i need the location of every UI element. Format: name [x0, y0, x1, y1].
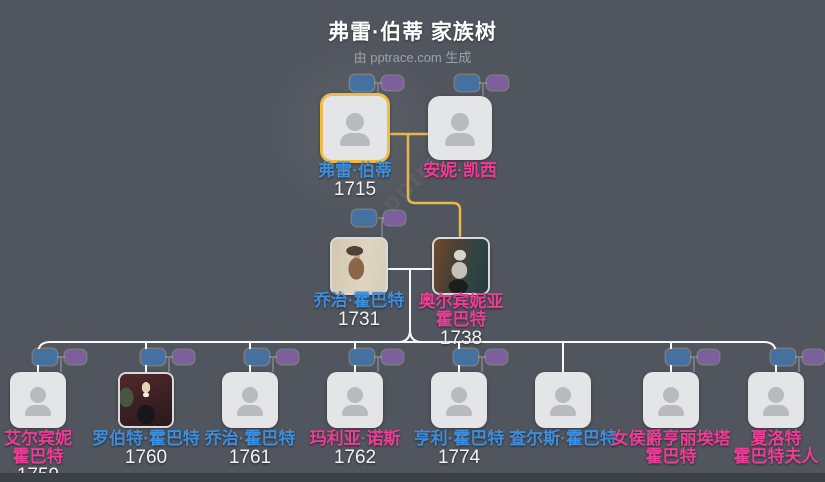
person-silhouette-icon [768, 386, 784, 403]
person-node-henry-hobart[interactable] [431, 372, 487, 428]
person-name: 艾尔宾妮 [4, 429, 72, 448]
person-node-charles-hobart[interactable] [535, 372, 591, 428]
person-name: 乔治·霍巴特 [204, 429, 296, 448]
person-name: 乔治·霍巴特 [313, 291, 405, 310]
father-link-pill[interactable] [666, 349, 690, 365]
person-name: 女侯爵亨丽埃塔 [611, 429, 731, 448]
person-name: 霍巴特夫人 [733, 447, 819, 466]
birth-year: 1731 [337, 309, 381, 330]
person-node-george-hobart-1731[interactable] [330, 237, 388, 295]
person-node-robert-hobart[interactable] [118, 372, 174, 428]
birth-year: 1774 [437, 447, 481, 468]
person-node-fred-bertie[interactable] [320, 93, 390, 163]
person-silhouette-icon [340, 132, 370, 146]
person-silhouette-icon [451, 112, 469, 131]
person-name: 安妮·凯西 [423, 161, 497, 180]
person-silhouette-icon [237, 404, 263, 416]
portrait-image [432, 237, 490, 295]
person-label[interactable]: 乔治·霍巴特 1731 [269, 291, 449, 330]
father-link-pill[interactable] [33, 349, 57, 365]
father-link-pill[interactable] [352, 210, 376, 226]
father-link-pill[interactable] [245, 349, 269, 365]
person-label[interactable]: 查尔斯·霍巴特 [473, 430, 653, 448]
portrait-image [118, 372, 174, 428]
birth-year: 1760 [124, 447, 168, 468]
mother-link-pill[interactable] [487, 76, 508, 90]
person-label[interactable]: 夏洛特 霍巴特夫人 [686, 430, 825, 466]
person-silhouette-icon [451, 386, 467, 403]
person-label[interactable]: 弗雷·伯蒂 1715 [265, 161, 445, 200]
person-silhouette-icon [347, 386, 363, 403]
person-silhouette-icon [763, 404, 789, 416]
page-subtitle: 由 pptrace.com 生成 [353, 50, 472, 65]
person-silhouette-icon [446, 404, 472, 416]
person-label[interactable]: 玛利亚·诺斯 1762 [265, 429, 445, 468]
person-label[interactable]: 乔治·霍巴特 1761 [160, 429, 340, 468]
person-label[interactable]: 女侯爵亨丽埃塔 霍巴特 [561, 430, 781, 466]
father-link-pill[interactable] [771, 349, 795, 365]
mother-link-pill[interactable] [384, 211, 405, 225]
person-node-maria-north[interactable] [327, 372, 383, 428]
person-name: 查尔斯·霍巴特 [509, 429, 617, 448]
person-silhouette-icon [242, 386, 258, 403]
page-title: 弗雷·伯蒂 家族树 [328, 21, 497, 44]
person-label[interactable]: 罗伯特·霍巴特 1760 [56, 429, 236, 468]
mother-link-pill[interactable] [486, 350, 507, 364]
birth-year: 1738 [439, 328, 483, 349]
father-link-pill[interactable] [350, 75, 374, 91]
person-silhouette-icon [342, 404, 368, 416]
person-name: 亨利·霍巴特 [413, 429, 505, 448]
birth-year: 1715 [333, 179, 377, 200]
person-silhouette-icon [445, 132, 475, 146]
person-node-charlotte-hobart[interactable] [748, 372, 804, 428]
mother-link-pill[interactable] [173, 350, 194, 364]
person-silhouette-icon [30, 386, 46, 403]
person-name: 霍巴特 [12, 447, 64, 466]
person-name: 霍巴特 [645, 447, 697, 466]
mother-link-pill[interactable] [65, 350, 86, 364]
person-silhouette-icon [346, 112, 364, 131]
person-silhouette-icon [550, 404, 576, 416]
mother-link-pill[interactable] [277, 350, 298, 364]
person-silhouette-icon [25, 404, 51, 416]
person-silhouette-icon [663, 386, 679, 403]
father-link-pill[interactable] [141, 349, 165, 365]
person-node-albinia-child[interactable] [10, 372, 66, 428]
mother-link-pill[interactable] [382, 350, 403, 364]
person-silhouette-icon [555, 386, 571, 403]
birth-year: 1762 [333, 447, 377, 468]
mother-link-pill[interactable] [382, 76, 403, 90]
father-link-pill[interactable] [350, 349, 374, 365]
person-node-henrietta-hobart[interactable] [643, 372, 699, 428]
mother-link-pill[interactable] [803, 350, 824, 364]
bottom-scroll-track[interactable] [0, 473, 825, 482]
person-label[interactable]: 安妮·凯西 [370, 162, 550, 180]
person-label[interactable]: 奥尔宾妮亚 霍巴特 1738 [371, 292, 551, 349]
person-name: 夏洛特 [750, 429, 802, 448]
mother-link-pill[interactable] [698, 350, 719, 364]
father-link-pill[interactable] [455, 75, 479, 91]
father-link-pill[interactable] [454, 349, 478, 365]
person-node-albinia-hobart[interactable] [432, 237, 490, 295]
person-name: 罗伯特·霍巴特 [92, 429, 200, 448]
person-name: 玛利亚·诺斯 [309, 429, 401, 448]
person-silhouette-icon [658, 404, 684, 416]
person-node-anne-casey[interactable] [428, 96, 492, 160]
person-node-george-hobart-1761[interactable] [222, 372, 278, 428]
portrait-image [330, 237, 388, 295]
person-label[interactable]: 亨利·霍巴特 1774 [369, 429, 549, 468]
person-name: 弗雷·伯蒂 [318, 161, 392, 180]
birth-year: 1761 [228, 447, 272, 468]
person-name: 奥尔宾妮亚 [418, 292, 504, 311]
person-name: 霍巴特 [435, 310, 487, 329]
